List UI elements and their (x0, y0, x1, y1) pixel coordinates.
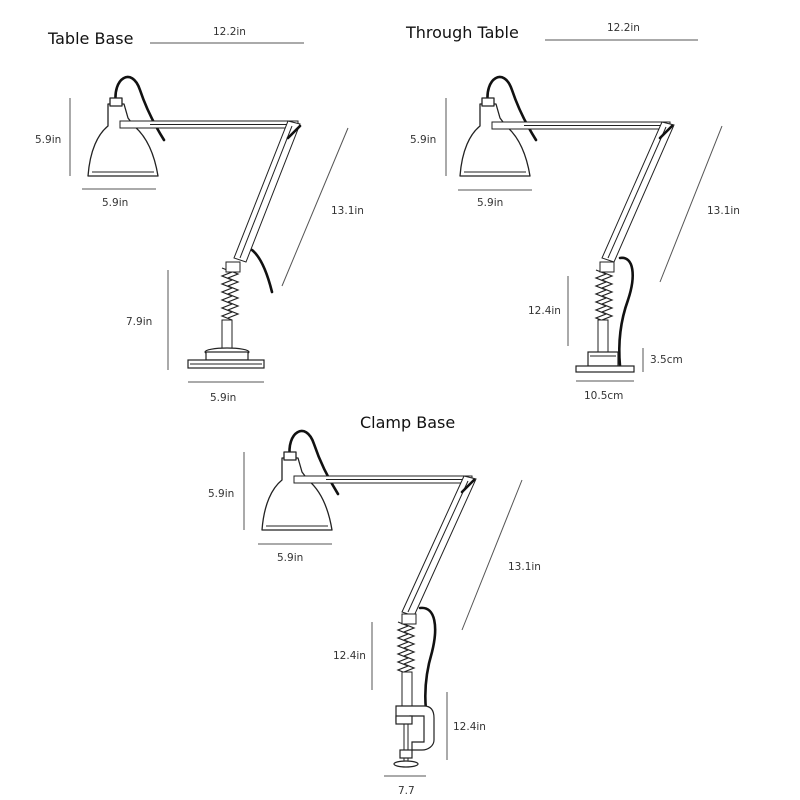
shade-width-dim-label: 5.9in (477, 197, 503, 209)
table-base-title: Table Base (47, 29, 133, 48)
base-width-dim-label: 10.5cm (584, 390, 623, 402)
clamp-base-title: Clamp Base (360, 413, 455, 432)
fixing-depth-dim-label: 3.5cm (650, 354, 683, 366)
table-base-lamp (86, 75, 302, 369)
clamp-width-dim-label: 7.7 (398, 785, 415, 797)
clamp-height-dim-label: 12.4in (453, 721, 486, 733)
lower-arm-dim-label: 13.1in (707, 205, 740, 217)
lower-arm-dim-line (281, 127, 349, 287)
lower-arm-dim-label: 13.1in (508, 561, 541, 573)
shade-height-dim-label: 5.9in (35, 134, 61, 146)
stem-height-dim-label: 12.4in (333, 650, 366, 662)
arm-top-dim-label: 12.2in (607, 22, 640, 34)
through-table-panel: Through Table 12.2in 5.9in 5.9in 13.1in … (405, 22, 740, 402)
shade-height-dim-label: 5.9in (410, 134, 436, 146)
base-height-dim-label: 7.9in (126, 316, 152, 328)
shade-width-dim-label: 5.9in (277, 552, 303, 564)
lower-arm-dim-line (461, 479, 523, 631)
shade-height-dim-label: 5.9in (208, 488, 234, 500)
through-table-lamp (458, 75, 675, 373)
through-table-title: Through Table (405, 23, 519, 42)
lower-arm-dim-label: 13.1in (331, 205, 364, 217)
clamp-base-panel: Clamp Base 5.9in 5.9in 13.1in (208, 413, 541, 797)
lower-arm-dim-line (659, 125, 723, 283)
stem-height-dim-label: 12.4in (528, 305, 561, 317)
shade-width-dim-label: 5.9in (102, 197, 128, 209)
table-base-panel: Table Base 12.2in 5 (35, 26, 364, 404)
clamp-base-lamp (260, 429, 477, 768)
base-width-dim-label: 5.9in (210, 392, 236, 404)
arm-top-dim-label: 12.2in (213, 26, 246, 38)
